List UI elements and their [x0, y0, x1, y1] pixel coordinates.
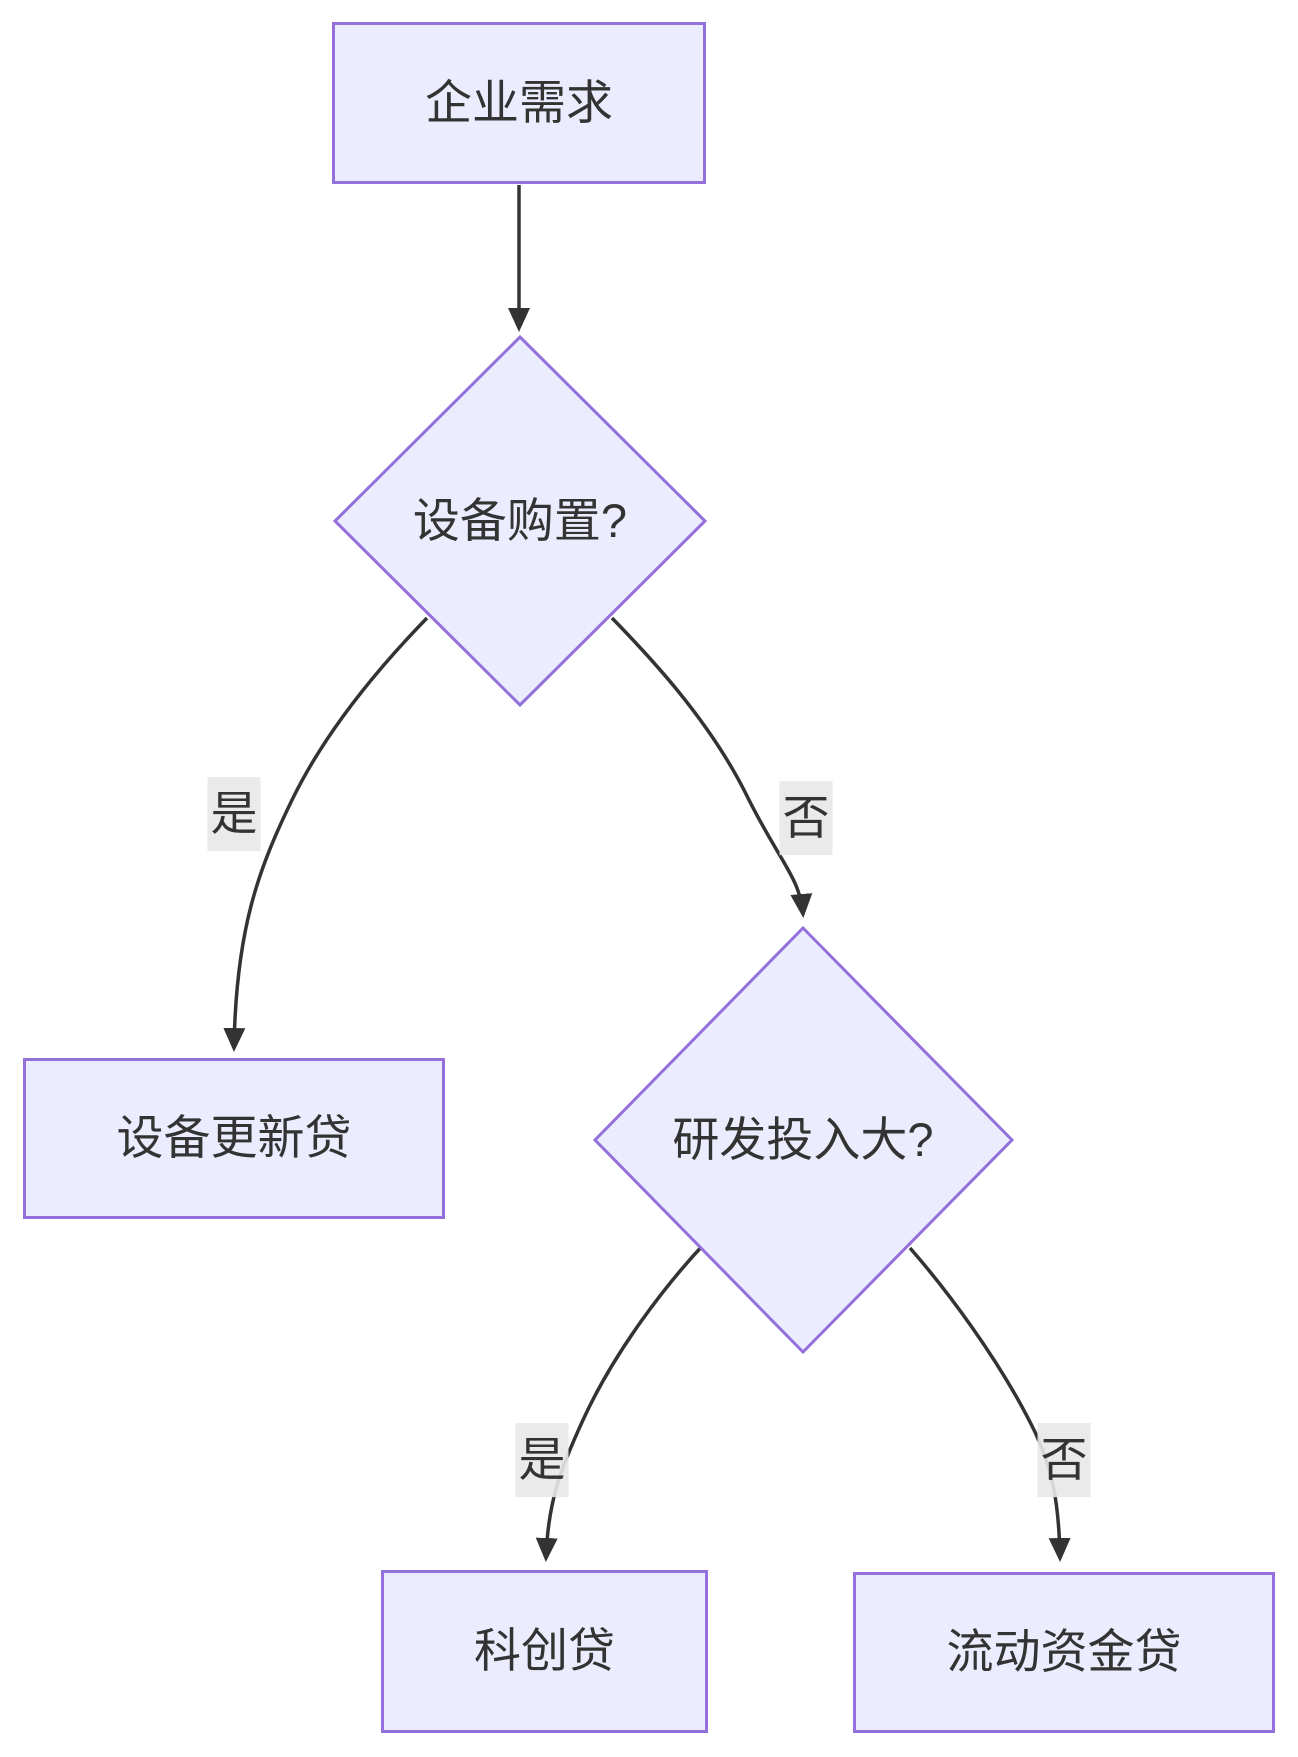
- edge-label-rd-investment-no: 否: [1037, 1423, 1091, 1497]
- edge-label-rd-investment-yes: 是: [515, 1423, 569, 1497]
- node-tech-innovation-loan-label: 科创贷: [474, 1624, 615, 1678]
- node-equipment-purchase-decision-label: 设备购置?: [412, 493, 628, 547]
- node-enterprise-needs: 企业需求: [332, 22, 706, 184]
- node-rd-investment-decision-label: 研发投入大?: [672, 1112, 934, 1166]
- edge-rd-investment-yes: [535, 1240, 708, 1562]
- edge-label-equipment-purchase-no: 否: [779, 781, 833, 855]
- node-equipment-update-loan-label: 设备更新贷: [116, 1111, 352, 1165]
- node-equipment-purchase-decision-shape: [332, 334, 708, 708]
- node-rd-investment-decision-shape: [592, 925, 1015, 1355]
- edge-equipment-purchase-no: [610, 616, 813, 918]
- node-equipment-update-loan: 设备更新贷: [23, 1058, 445, 1219]
- node-working-capital-loan-label: 流动资金贷: [946, 1625, 1182, 1679]
- edge-label-equipment-purchase-yes: 是: [207, 777, 261, 851]
- node-working-capital-loan: 流动资金贷: [853, 1572, 1275, 1733]
- node-enterprise-needs-label: 企业需求: [425, 75, 613, 129]
- edge-equipment-purchase-yes: [223, 616, 429, 1052]
- node-tech-innovation-loan: 科创贷: [381, 1570, 708, 1733]
- edge-rd-investment-no: [908, 1246, 1071, 1562]
